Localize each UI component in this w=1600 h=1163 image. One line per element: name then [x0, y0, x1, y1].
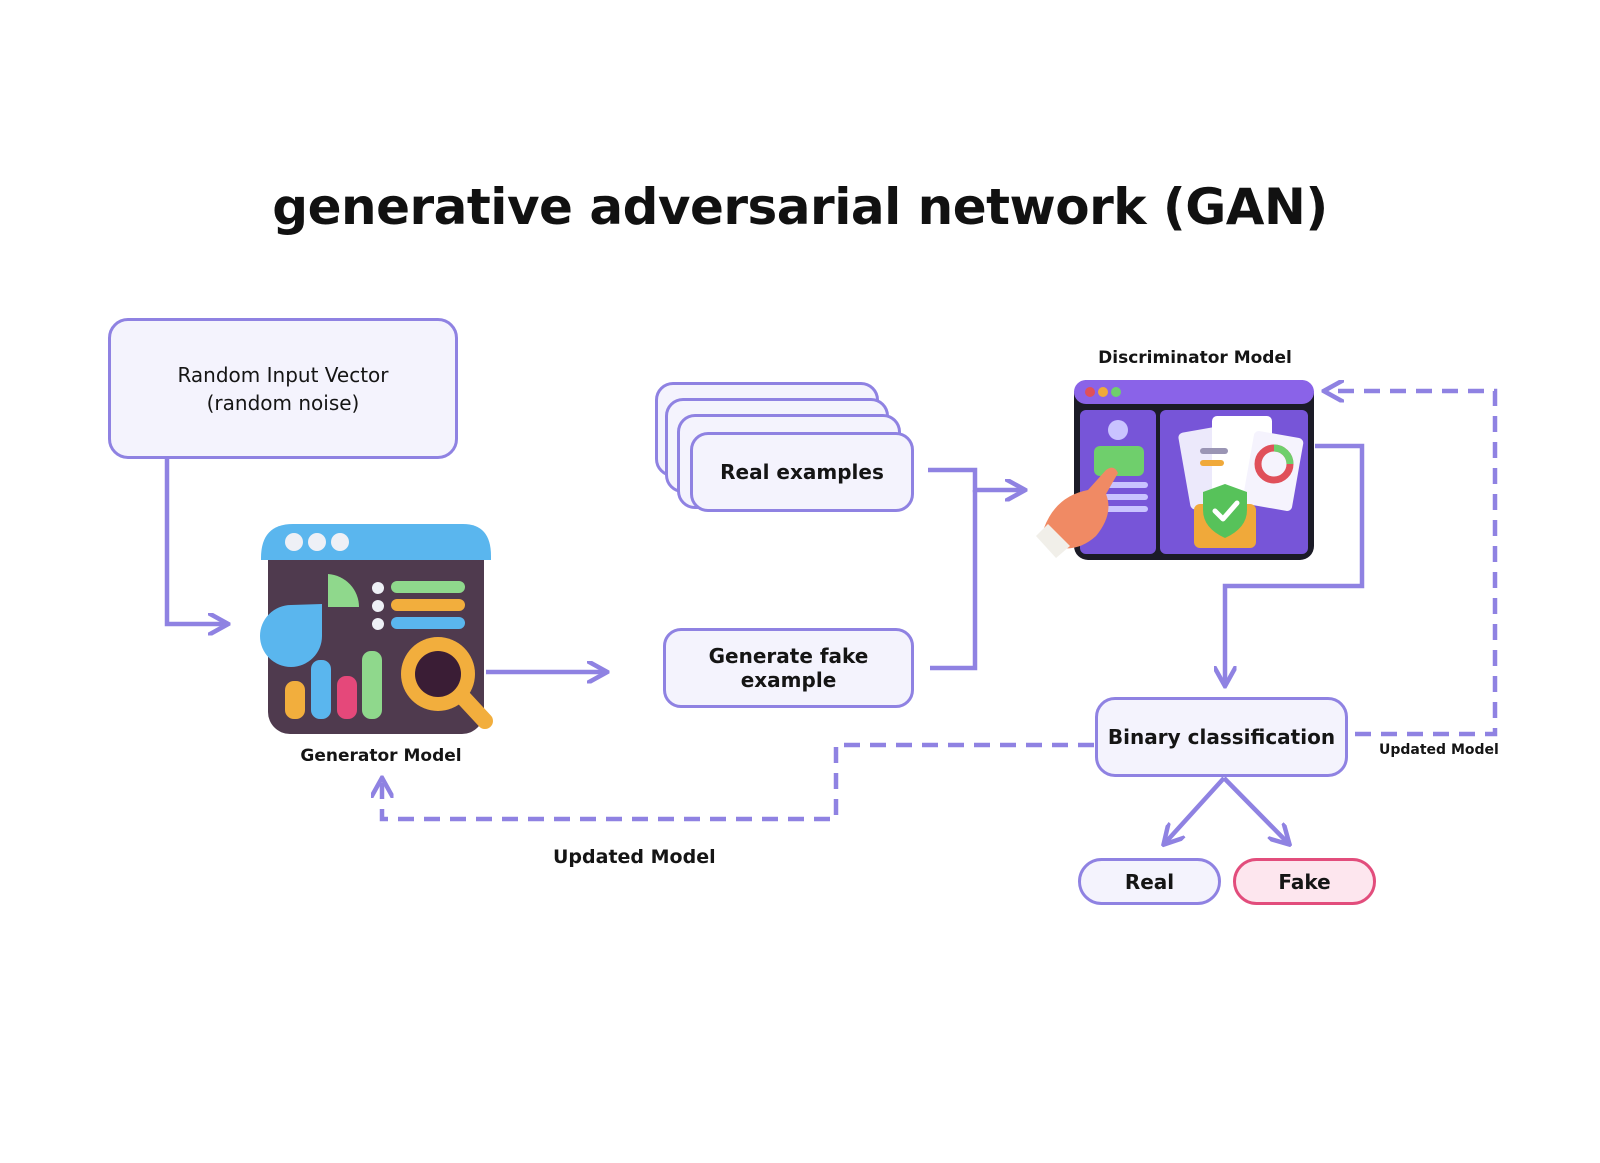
binary-classification-box: Binary classification	[1095, 697, 1348, 777]
updated-model-label-right: Updated Model	[1379, 742, 1499, 758]
real-output-box: Real	[1078, 858, 1221, 905]
fake-output-box: Fake	[1233, 858, 1376, 905]
arrow-discriminator-to-binary	[1225, 443, 1365, 684]
updated-model-label-bottom: Updated Model	[553, 846, 716, 868]
generate-fake-box: Generate fake example	[663, 628, 914, 708]
random-input-box: Random Input Vector (random noise)	[108, 318, 458, 459]
arrow-binary-to-fake	[1222, 776, 1288, 843]
arrow-fake-to-discriminator	[930, 490, 978, 671]
secure-documents-screen-icon	[1036, 380, 1314, 560]
dashed-feedback-to-generator	[382, 742, 1094, 822]
random-input-line2: (random noise)	[206, 390, 360, 415]
generate-fake-label: Generate fake example	[708, 644, 869, 692]
generator-label: Generator Model	[300, 746, 462, 766]
dashed-feedback-to-discriminator	[1326, 391, 1498, 737]
diagram-title: generative adversarial network (GAN)	[272, 178, 1328, 236]
arrow-real-to-discriminator	[928, 467, 1023, 490]
analytics-dashboard-icon	[260, 524, 493, 734]
fake-output-label: Fake	[1278, 869, 1331, 894]
arrow-binary-to-real	[1165, 776, 1226, 843]
real-output-label: Real	[1124, 869, 1175, 894]
arrow-input-to-generator	[164, 458, 226, 624]
binary-classification-label: Binary classification	[1107, 725, 1336, 749]
real-examples-box: Real examples	[690, 432, 914, 512]
discriminator-label: Discriminator Model	[1098, 348, 1292, 368]
real-examples-label: Real examples	[720, 460, 884, 484]
random-input-line1: Random Input Vector	[177, 362, 389, 387]
